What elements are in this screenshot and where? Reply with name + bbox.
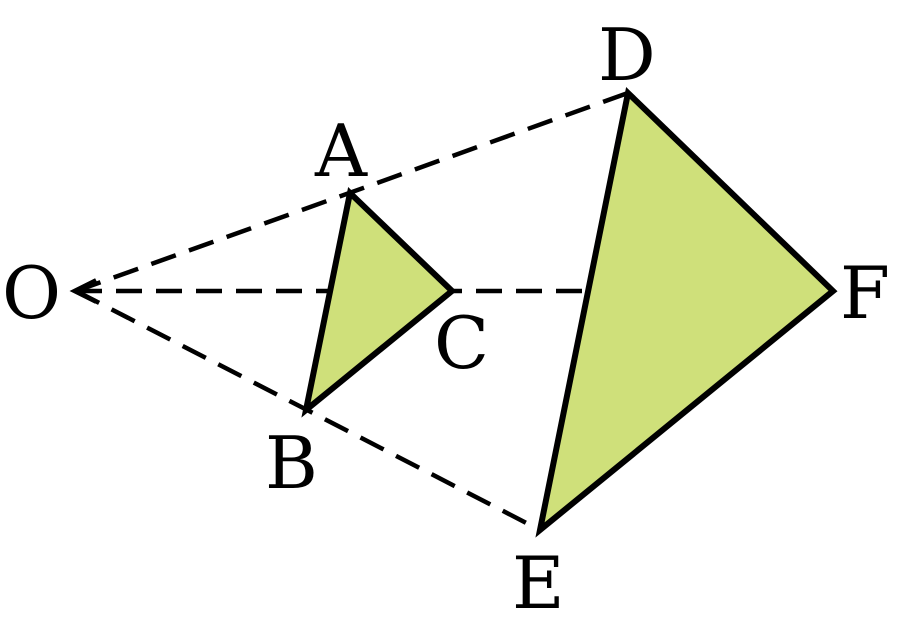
- triangle-def: [535, 87, 838, 538]
- label-b: B: [265, 421, 318, 505]
- label-c: C: [434, 301, 489, 385]
- label-f: F: [840, 251, 890, 335]
- center-o-mark: [69, 278, 97, 304]
- label-a: A: [314, 109, 368, 193]
- triangle-abc: [301, 187, 457, 418]
- label-d: D: [598, 13, 656, 97]
- label-o: O: [2, 251, 61, 335]
- label-e: E: [512, 541, 565, 625]
